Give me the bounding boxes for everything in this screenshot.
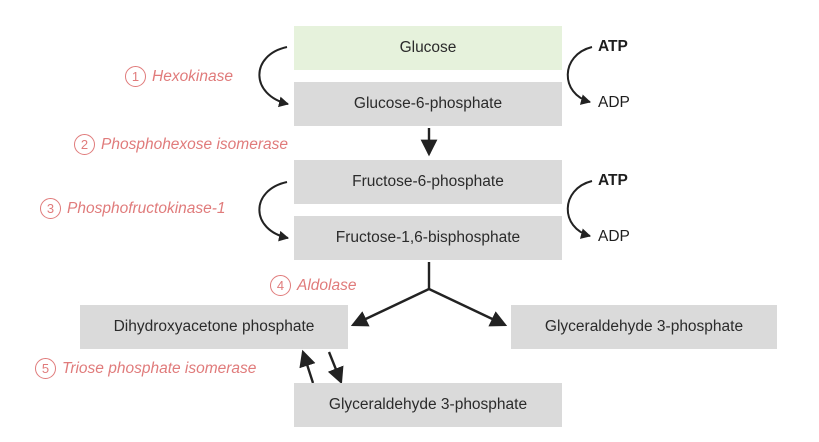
step1-cofactor-arrow — [566, 46, 593, 105]
step-number-4: 4 — [270, 275, 291, 296]
enzyme-step-1: 1 Hexokinase — [125, 66, 233, 87]
step1-adp-label: ADP — [598, 94, 630, 111]
node-glyceraldehyde-3-phosphate-bottom: Glyceraldehyde 3-phosphate — [294, 383, 562, 427]
node-glyceraldehyde-3-phosphate-right: Glyceraldehyde 3-phosphate — [511, 305, 777, 349]
step3-adp-label: ADP — [598, 228, 630, 245]
enzyme-step-2: 2 Phosphohexose isomerase — [74, 134, 288, 155]
step-number-3: 3 — [40, 198, 61, 219]
step3-curved-arrow — [258, 181, 289, 242]
node-f16bp-label: Fructose-1,6-bisphosphate — [335, 229, 521, 246]
node-fructose-6-phosphate: Fructose-6-phosphate — [294, 160, 562, 204]
step5-arrow-down — [327, 351, 344, 385]
step-number-5: 5 — [35, 358, 56, 379]
step4-arrow-left — [350, 287, 430, 327]
node-dhap-label: Dihydroxyacetone phosphate — [113, 318, 315, 335]
node-g3p-bottom-label: Glyceraldehyde 3-phosphate — [328, 396, 528, 413]
node-f6p-label: Fructose-6-phosphate — [352, 173, 504, 190]
enzyme-step-5: 5 Triose phosphate isomerase — [35, 358, 256, 379]
step1-curved-arrow — [258, 46, 289, 108]
step3-cofactor-arrow — [566, 180, 593, 239]
step-number-2: 2 — [74, 134, 95, 155]
step4-arrow-right — [428, 287, 508, 327]
enzyme-step-3: 3 Phosphofructokinase-1 — [40, 198, 226, 219]
node-g3p-right-label: Glyceraldehyde 3-phosphate — [544, 318, 744, 335]
step1-atp-label: ATP — [598, 38, 628, 55]
enzyme-label-2: Phosphohexose isomerase — [101, 135, 288, 153]
node-glucose-label: Glucose — [399, 39, 457, 56]
step5-arrow-up — [299, 349, 316, 384]
step-number-1: 1 — [125, 66, 146, 87]
enzyme-label-1: Hexokinase — [152, 67, 233, 85]
node-glucose: Glucose — [294, 26, 562, 70]
enzyme-label-3: Phosphofructokinase-1 — [67, 199, 226, 217]
node-fructose-1-6-bisphosphate: Fructose-1,6-bisphosphate — [294, 216, 562, 260]
node-glucose-6-phosphate: Glucose-6-phosphate — [294, 82, 562, 126]
enzyme-step-4: 4 Aldolase — [270, 275, 356, 296]
enzyme-label-4: Aldolase — [297, 276, 357, 294]
step3-atp-label: ATP — [598, 172, 628, 189]
node-g6p-label: Glucose-6-phosphate — [353, 95, 503, 112]
node-dihydroxyacetone-phosphate: Dihydroxyacetone phosphate — [80, 305, 348, 349]
enzyme-label-5: Triose phosphate isomerase — [62, 359, 257, 377]
